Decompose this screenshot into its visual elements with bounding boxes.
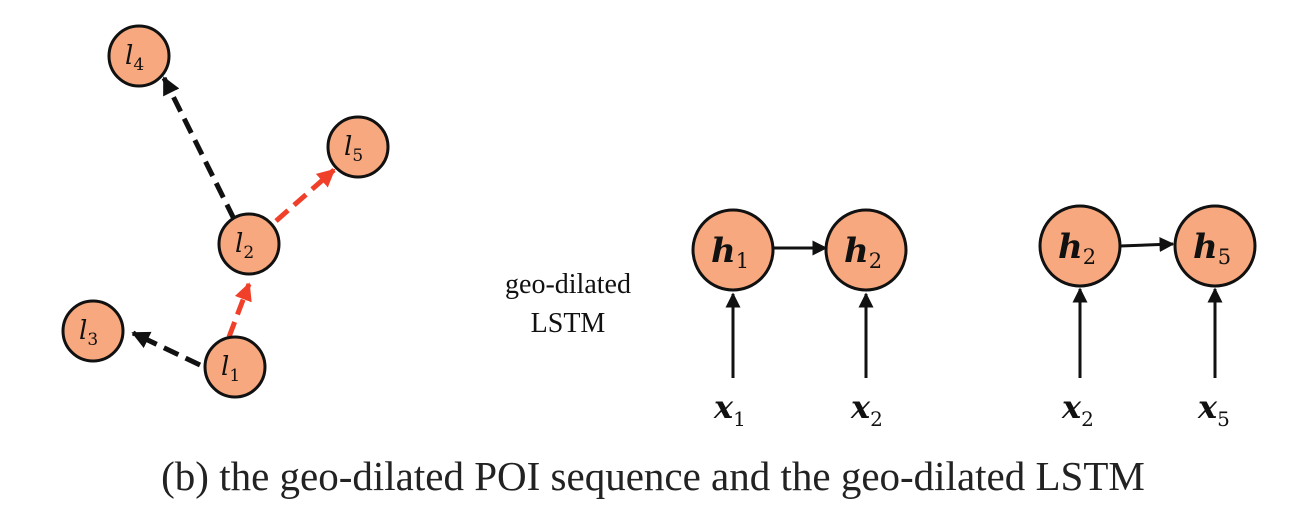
input-label: x5 <box>1197 388 1230 431</box>
svg-text:l5: l5 <box>344 132 363 166</box>
svg-text:l4: l4 <box>125 41 144 75</box>
input-label: x2 <box>1061 388 1094 431</box>
edge-l1-l3 <box>131 330 202 368</box>
svg-text:l3: l3 <box>79 316 98 350</box>
svg-text:h2: h2 <box>1058 227 1096 269</box>
side-label-line-2: LSTM <box>531 308 606 339</box>
hidden-node: h5 <box>1173 204 1257 288</box>
svg-text:h5: h5 <box>1193 227 1231 269</box>
edge-l2-l5 <box>274 168 336 223</box>
poi-node-l1: l1 <box>203 335 267 399</box>
poi-node-l2: l2 <box>217 212 281 276</box>
svg-text:h2: h2 <box>844 231 882 273</box>
edge-l2-l4 <box>161 76 237 221</box>
svg-text:l2: l2 <box>235 229 254 263</box>
figure-caption: (b) the geo-dilated POI sequence and the… <box>161 453 1145 499</box>
input-label: x1 <box>713 388 746 431</box>
poi-edges <box>131 76 336 368</box>
lstm-block-1: h1 h2 x1 x2 <box>691 208 908 431</box>
poi-node-l3: l3 <box>61 299 125 363</box>
geo-dilated-diagram: l1 l2 l3 l4 l5 geo-dilated LSTM <box>61 24 1257 431</box>
svg-text:l1: l1 <box>221 352 240 386</box>
side-label-line-1: geo-dilated <box>505 269 631 300</box>
edge-l1-l2 <box>226 282 252 338</box>
hidden-node: h1 <box>691 208 775 292</box>
hidden-node: h2 <box>824 208 908 292</box>
input-label: x2 <box>850 388 883 431</box>
recurrent-arrow <box>1119 237 1175 253</box>
lstm-block-2: h2 h5 x2 x5 <box>1038 204 1257 431</box>
hidden-node: h2 <box>1038 204 1122 288</box>
poi-node-l4: l4 <box>107 24 171 88</box>
svg-text:h1: h1 <box>711 231 749 273</box>
poi-node-l5: l5 <box>326 115 390 179</box>
